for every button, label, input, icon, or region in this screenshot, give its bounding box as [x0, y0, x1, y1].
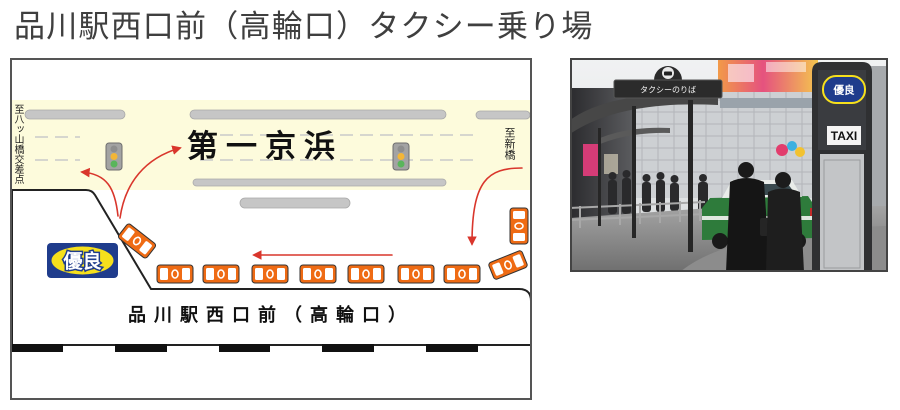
passengers — [726, 162, 804, 270]
traffic-light-icon — [392, 142, 410, 171]
road-name-label: 第一京浜 — [187, 129, 343, 165]
median-bar — [189, 109, 447, 120]
edge-block — [115, 344, 167, 352]
edge-block — [426, 344, 478, 352]
stand-signboard — [613, 79, 723, 99]
taxi-icon — [443, 264, 481, 284]
exit-left-arrow — [80, 167, 119, 217]
taxi-stand-map: 第一京浜 品川駅西口前（高輪口） 優良 — [10, 58, 532, 400]
badge-oval — [51, 246, 114, 275]
taxi-stand-photo: タクシーのりば — [570, 58, 888, 272]
badge-text: 優良 — [62, 250, 101, 273]
station-island — [12, 189, 530, 346]
yuryo-badge: 優良 — [47, 243, 118, 278]
taxi-icon — [156, 264, 194, 284]
median-bar — [24, 109, 126, 120]
photo-frame — [570, 58, 888, 272]
pole-badge-text: 優良 — [833, 84, 855, 97]
pole-badge — [822, 75, 866, 104]
taxi-icon — [251, 264, 289, 284]
taxi-icon — [397, 264, 435, 284]
page-title: 品川駅西口前（高輪口）タクシー乗り場 — [14, 9, 594, 45]
billboard — [718, 60, 818, 157]
median-bar — [192, 178, 447, 187]
railing — [572, 200, 706, 228]
map-canvas: 第一京浜 品川駅西口前（高輪口） 優良 — [10, 58, 532, 400]
traffic-light-icon — [105, 142, 123, 171]
median-bar — [475, 110, 530, 120]
station-label: 品川駅西口前（高輪口） — [128, 304, 414, 326]
taxi-icon — [347, 264, 385, 284]
median-bar — [239, 197, 351, 209]
edge-block — [12, 344, 63, 352]
taxi-icon — [299, 264, 337, 284]
taxi-icon — [202, 264, 240, 284]
canopy: タクシーのりば — [572, 66, 723, 252]
exit-right-arrow — [119, 145, 182, 219]
stand-sign-text: タクシーのりば — [640, 86, 696, 95]
direction-left-label: 至八ッ山橋交差点 — [12, 104, 23, 184]
entry-arrow — [467, 167, 523, 246]
edge-block — [322, 344, 374, 352]
photo-canvas: タクシーのりば — [570, 58, 888, 272]
taxi-icon — [509, 207, 529, 245]
taxi-plate-text: TAXI — [831, 129, 857, 143]
direction-right-label: 至新橋 — [503, 127, 516, 160]
taxi-plate — [827, 126, 861, 145]
edge-block — [219, 344, 270, 352]
taxi-sign-pole: 優良 TAXI — [812, 62, 872, 270]
